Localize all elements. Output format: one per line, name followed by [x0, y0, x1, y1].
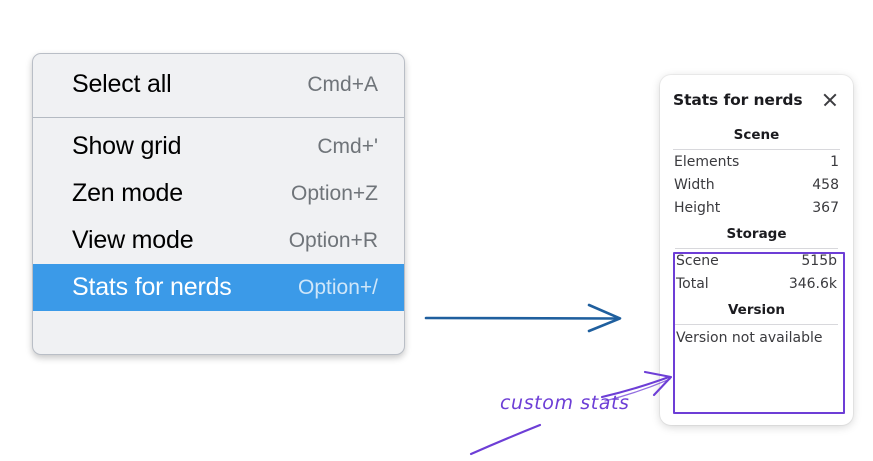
menu-item-stats-for-nerds[interactable]: Stats for nerds Option+/ — [33, 264, 404, 311]
table-row: Width 458 — [673, 173, 840, 196]
row-value: 367 — [812, 200, 839, 216]
arrow-right-icon — [424, 303, 622, 333]
row-label: Height — [674, 200, 721, 216]
annotation-stroke — [469, 423, 542, 456]
table-row: Total 346.6k — [675, 272, 838, 295]
scene-heading: Scene — [733, 127, 780, 143]
menu-item-shortcut: Option+Z — [291, 181, 378, 205]
row-label: Scene — [676, 253, 719, 269]
menu-item-show-grid[interactable]: Show grid Cmd+' — [33, 123, 404, 170]
row-label: Width — [674, 177, 715, 193]
version-heading: Version — [727, 302, 786, 318]
stats-panel-titlebar: Stats for nerds — [673, 75, 840, 120]
menu-item-label: View mode — [72, 226, 194, 254]
divider — [673, 149, 840, 150]
row-value: 346.6k — [788, 276, 837, 292]
version-value: Version not available — [676, 330, 823, 346]
close-icon[interactable] — [820, 90, 840, 110]
menu-item-zen-mode[interactable]: Zen mode Option+Z — [33, 170, 404, 217]
stats-panel-title: Stats for nerds — [673, 90, 803, 109]
menu-separator — [33, 117, 404, 118]
menu-item-label: Select all — [72, 70, 172, 98]
menu-item-label: Stats for nerds — [72, 273, 232, 301]
table-row: Elements 1 — [673, 150, 840, 173]
context-menu[interactable]: Select all Cmd+A Show grid Cmd+' Zen mod… — [32, 53, 405, 355]
menu-group-2: Show grid Cmd+' Zen mode Option+Z View m… — [33, 118, 404, 317]
row-label: Total — [676, 276, 709, 292]
menu-item-shortcut: Cmd+' — [317, 134, 378, 158]
menu-item-select-all[interactable]: Select all Cmd+A — [33, 61, 404, 108]
divider — [675, 248, 838, 249]
version-section: Version Version not available — [675, 295, 838, 349]
custom-stats-sections: Storage Scene 515b Total 346.6k Version … — [673, 219, 840, 349]
scene-section: Scene Elements 1 Width 458 Height 367 — [673, 120, 840, 219]
annotation-label: custom stats — [500, 392, 630, 414]
stats-for-nerds-panel[interactable]: Stats for nerds Scene Elements 1 Width 4… — [660, 75, 853, 425]
row-value: 1 — [830, 154, 839, 170]
divider — [675, 324, 838, 325]
row-label: Elements — [674, 154, 740, 170]
menu-item-shortcut: Option+R — [288, 228, 378, 252]
menu-item-label: Show grid — [72, 132, 182, 160]
menu-item-view-mode[interactable]: View mode Option+R — [33, 217, 404, 264]
row-value: 515b — [801, 253, 837, 269]
menu-item-label: Zen mode — [72, 179, 183, 207]
storage-section: Storage Scene 515b Total 346.6k — [675, 219, 838, 295]
menu-item-shortcut: Option+/ — [298, 275, 378, 299]
menu-group-1: Select all Cmd+A — [33, 54, 404, 117]
table-row: Scene 515b — [675, 249, 838, 272]
table-row: Height 367 — [673, 196, 840, 219]
menu-item-shortcut: Cmd+A — [307, 72, 378, 96]
row-value: 458 — [812, 177, 839, 193]
storage-heading: Storage — [726, 226, 787, 242]
